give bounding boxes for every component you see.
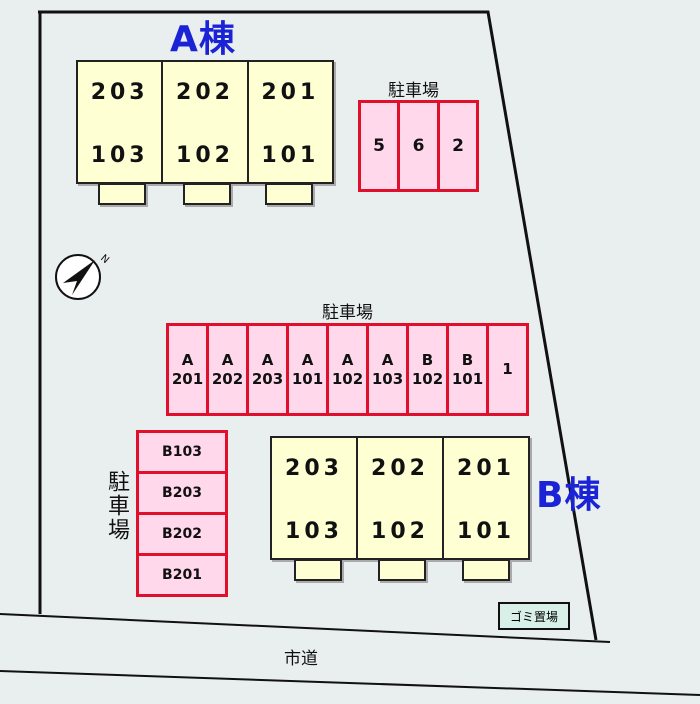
unit-label: 202 xyxy=(371,456,429,481)
compass-letter: N xyxy=(98,253,110,266)
space-line: 202 xyxy=(211,369,244,388)
unit-label: 201 xyxy=(261,80,320,105)
parking-middle-label: 駐車場 xyxy=(322,303,373,323)
unit-label: 202 xyxy=(176,80,234,105)
space-line: 203 xyxy=(251,369,284,388)
entrance-porch xyxy=(183,183,231,205)
road-label: 市道 xyxy=(284,649,318,669)
space-line: B xyxy=(421,350,434,369)
parking-space: 5 xyxy=(358,100,400,192)
building-b-unit-col: 202 102 xyxy=(356,438,442,558)
parking-top-label: 駐車場 xyxy=(388,81,439,101)
space-line: A xyxy=(261,350,274,369)
building-b-unit-col: 201 101 xyxy=(442,438,528,558)
unit-label: 102 xyxy=(176,143,234,168)
space-line: A xyxy=(381,350,394,369)
unit-label: 101 xyxy=(261,143,320,168)
unit-label: 201 xyxy=(457,456,515,481)
unit-label: 203 xyxy=(90,80,149,105)
unit-label: 102 xyxy=(371,519,429,544)
site-boundary xyxy=(38,10,598,641)
space-line: A xyxy=(301,350,314,369)
parking-left-label: 駐車場 xyxy=(104,470,129,542)
space-line: B xyxy=(461,350,474,369)
building-b-title: B棟 xyxy=(536,475,602,516)
entrance-porch xyxy=(378,559,426,581)
space-line: 103 xyxy=(371,369,404,388)
parking-space: 6 xyxy=(397,100,440,192)
entrance-porch xyxy=(265,183,313,205)
building-b: 203 103 202 102 201 101 xyxy=(270,436,530,560)
unit-label: 103 xyxy=(90,143,149,168)
parking-space: 1 xyxy=(486,323,529,416)
building-a-title: A棟 xyxy=(170,19,236,60)
entrance-porch xyxy=(462,559,510,581)
parking-space: B202 xyxy=(136,512,228,556)
parking-space: 2 xyxy=(437,100,479,192)
garbage-area: ゴミ置場 xyxy=(498,602,570,630)
building-a-unit-col: 201 101 xyxy=(246,62,332,182)
unit-label: 101 xyxy=(457,519,515,544)
building-b-unit-col: 203 103 xyxy=(272,438,356,558)
building-a-unit-col: 202 102 xyxy=(161,62,246,182)
north-arrow-icon: N xyxy=(55,253,110,300)
space-line: 101 xyxy=(291,369,324,388)
space-line: 101 xyxy=(451,369,484,388)
parking-space: B103 xyxy=(136,430,228,474)
parking-space: B201 xyxy=(136,553,228,597)
space-line: 1 xyxy=(502,360,513,378)
space-line: A xyxy=(181,350,194,369)
space-line: A xyxy=(221,350,234,369)
space-line: 201 xyxy=(171,369,204,388)
entrance-porch xyxy=(98,183,146,205)
space-line: 102 xyxy=(411,369,444,388)
unit-label: 203 xyxy=(285,456,343,481)
parking-space: B203 xyxy=(136,471,228,515)
road-edge-upper xyxy=(0,613,611,643)
parking-left: B103 B203 B202 B201 xyxy=(136,430,228,597)
building-a: 203 103 202 102 201 101 xyxy=(76,60,334,184)
unit-label: 103 xyxy=(285,519,343,544)
parking-top: 5 6 2 xyxy=(358,100,479,192)
road-edge-lower xyxy=(0,670,700,696)
space-line: A xyxy=(341,350,354,369)
building-a-unit-col: 203 103 xyxy=(78,62,161,182)
space-line: 102 xyxy=(331,369,364,388)
entrance-porch xyxy=(294,559,342,581)
